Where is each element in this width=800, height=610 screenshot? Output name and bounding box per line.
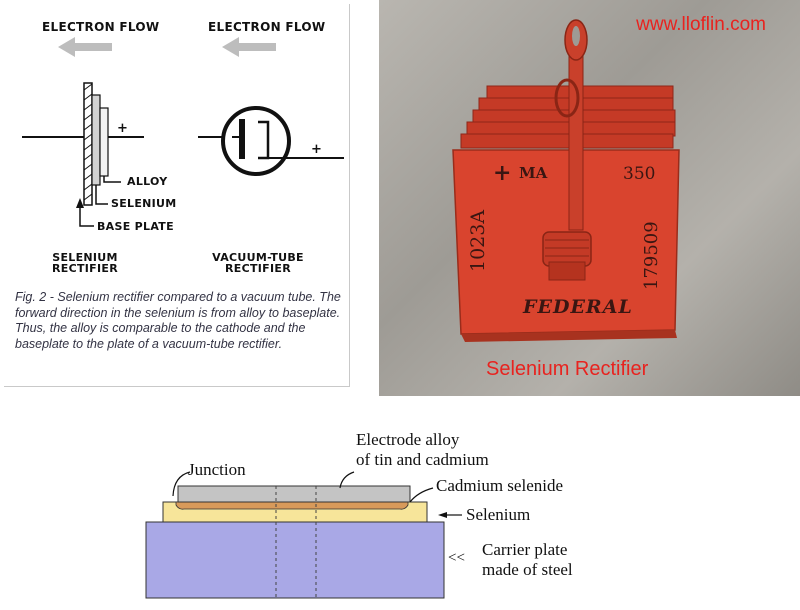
- figure-caption: Fig. 2 - Selenium rectifier compared to …: [15, 290, 341, 351]
- cadmium-selenide-layer: [175, 501, 409, 510]
- vacuum-rectifier-line1: VACUUM-TUBE: [212, 251, 304, 264]
- website-url: www.lloflin.com: [636, 14, 766, 35]
- panel-frame: [4, 4, 350, 387]
- plate-1023a-marking: 1023A: [467, 209, 489, 272]
- photo-title: Selenium Rectifier: [486, 358, 649, 380]
- cross-section-drawing: [145, 471, 462, 599]
- vacuum-tube-symbol: [198, 106, 344, 176]
- carrier-prefix: <<: [448, 550, 465, 566]
- cadmium-selenide-label: Cadmium selenide: [436, 476, 564, 495]
- plate-plus-marking: +: [493, 160, 512, 186]
- selenium-label: SELENIUM: [111, 197, 177, 210]
- vacuum-rectifier-line2: RECTIFIER: [225, 262, 291, 275]
- selenium-layer-label: Selenium: [466, 505, 531, 524]
- rectifier-photo: www.lloflin.com + MA 350 1023A 179509 FE…: [379, 0, 800, 396]
- base-plate-label: BASE PLATE: [97, 220, 174, 233]
- plate-brand-marking: FEDERAL: [523, 296, 633, 318]
- schematic-drawing: [22, 37, 344, 227]
- plate-ma-marking: MA: [519, 164, 548, 182]
- carrier-plate-line1: Carrier plate: [482, 540, 568, 559]
- electrode-alloy-label: Electrode alloy of tin and cadmium: [356, 430, 489, 470]
- electrode-alloy-layer: [177, 485, 411, 503]
- cross-section-diagram: Electrode alloy of tin and cadmium Junct…: [0, 396, 800, 610]
- carrier-plate-line2: made of steel: [482, 560, 573, 579]
- plus-sign-right: +: [311, 142, 323, 157]
- rectifier-illustration: [452, 19, 680, 342]
- vacuum-tube-rectifier-caption: VACUUM-TUBE RECTIFIER: [203, 252, 313, 274]
- selenium-rectifier-line1: SELENIUM: [52, 251, 118, 264]
- selenium-rectifier-line2: RECTIFIER: [52, 262, 118, 275]
- steel-carrier-plate: [145, 521, 445, 599]
- selenium-rectifier-symbol: [22, 82, 144, 227]
- electron-flow-arrow-right: [222, 37, 276, 57]
- schematic-panel: ELECTRON FLOW ELECTRON FLOW: [0, 0, 366, 392]
- electrode-alloy-line1: Electrode alloy: [356, 430, 460, 449]
- junction-label: Junction: [188, 460, 246, 479]
- plus-sign-left: +: [117, 121, 129, 136]
- carrier-plate-label: Carrier plate made of steel: [482, 540, 573, 580]
- electron-flow-arrow-left: [58, 37, 112, 57]
- plate-179509-marking: 179509: [641, 221, 662, 290]
- electron-flow-label-right: ELECTRON FLOW: [208, 20, 326, 34]
- electrode-alloy-line2: of tin and cadmium: [356, 450, 489, 469]
- alloy-label: ALLOY: [127, 175, 168, 188]
- selenium-rectifier-caption: SELENIUM RECTIFIER: [40, 252, 130, 274]
- electron-flow-label-left: ELECTRON FLOW: [42, 20, 160, 34]
- plate-350-marking: 350: [623, 164, 656, 184]
